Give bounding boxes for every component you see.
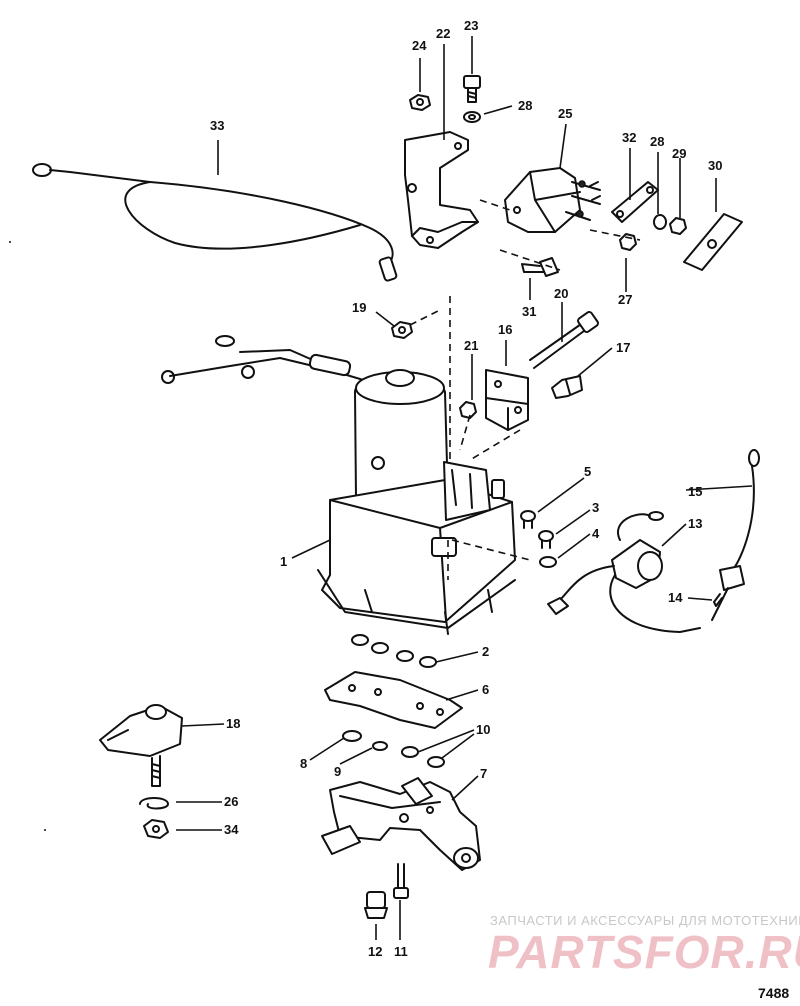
alignment-line-d: [469, 429, 521, 461]
callout-7: 7: [480, 766, 487, 781]
callout-31: 31: [522, 304, 536, 319]
alignment-line-h: [589, 229, 641, 241]
part-17-bolt: [551, 375, 583, 399]
alignment-line-e: [451, 539, 531, 561]
alignment-line-b: [409, 309, 441, 326]
part-21-nut: [459, 401, 477, 419]
part-6-gasket: [324, 671, 463, 729]
callout-27: 27: [618, 292, 632, 307]
callout-9: 9: [334, 764, 341, 779]
part-18-circuit-breaker: [99, 704, 183, 787]
callout-1: 1: [280, 554, 287, 569]
callout-24: 24: [412, 38, 427, 53]
callout-17: 17: [616, 340, 630, 355]
callout-26: 26: [224, 794, 238, 809]
part-22-bracket: [404, 131, 479, 249]
part-31-bolt: [521, 257, 559, 277]
part-11-screw: [393, 863, 409, 899]
callout-32: 32: [622, 130, 636, 145]
part-33-ground-cable: [32, 163, 398, 282]
part-20-long-bolt: [529, 311, 599, 369]
part-30-boot: [683, 213, 743, 271]
callout-2: 2: [482, 644, 489, 659]
callout-19: 19: [352, 300, 366, 315]
callout-20: 20: [554, 286, 568, 301]
part-25-solenoid: [504, 167, 601, 233]
callout-3: 3: [592, 500, 599, 515]
leader-lines: [176, 36, 753, 940]
callout-5: 5: [584, 464, 591, 479]
callout-10: 10: [476, 722, 490, 737]
callout-23: 23: [464, 18, 478, 33]
callout-11: 11: [394, 944, 408, 959]
part-15-sender: [711, 449, 760, 621]
callout-33: 33: [210, 118, 224, 133]
stray-dot: [9, 241, 11, 243]
callout-13: 13: [688, 516, 702, 531]
part-19-nut: [391, 321, 413, 339]
part-8-o-ring: [342, 730, 362, 742]
part-9-o-ring: [372, 741, 388, 751]
part-27-nut: [619, 233, 637, 251]
part-28-washer-right: [653, 214, 667, 230]
callout-14: 14: [668, 590, 683, 605]
part-7-manifold: [321, 777, 481, 871]
part-5-screw: [520, 510, 536, 529]
callout-29: 29: [672, 146, 686, 161]
callout-6: 6: [482, 682, 489, 697]
callout-22: 22: [436, 26, 450, 41]
part-28-washer-top: [463, 111, 481, 123]
callout-4: 4: [592, 526, 600, 541]
part-16-motor-bracket: [485, 369, 529, 431]
callout-28-right: 28: [650, 134, 664, 149]
part-29-nut: [669, 217, 687, 235]
alignment-line-c: [459, 414, 471, 451]
part-34-nut: [143, 819, 169, 839]
callout-12: 12: [368, 944, 382, 959]
part-2-o-rings: [351, 634, 437, 668]
stray-dot: [44, 829, 46, 831]
part-26-lock-washer: [139, 797, 169, 810]
watermark-brand: PARTSFOR.RU: [488, 926, 800, 978]
watermark-tagline: ЗАПЧАСТИ И АКСЕССУАРЫ ДЛЯ МОТОТЕХНИКИ: [490, 913, 800, 928]
part-4-washer: [539, 556, 557, 568]
callout-16: 16: [498, 322, 512, 337]
part-13-switch: [547, 511, 701, 633]
callout-21: 21: [464, 338, 478, 353]
part-12-plug: [364, 891, 388, 919]
callout-8: 8: [300, 756, 307, 771]
part-1-pump-motor-assembly: [161, 335, 516, 635]
alignment-line-g: [499, 249, 561, 271]
callout-34: 34: [224, 822, 239, 837]
callout-25: 25: [558, 106, 572, 121]
part-3-screw: [538, 530, 554, 549]
callout-numbers: 33 24 22 23 28 25 32 28 29 30 27 31 20 1…: [210, 18, 722, 959]
part-23-screw: [463, 75, 481, 103]
callout-30: 30: [708, 158, 722, 173]
part-32-link-plate: [611, 181, 659, 223]
callout-18: 18: [226, 716, 240, 731]
callout-28-top: 28: [518, 98, 532, 113]
alignment-line-f: [479, 199, 511, 211]
part-14-screw: [713, 593, 723, 607]
callout-15: 15: [688, 484, 702, 499]
part-24-nut: [409, 94, 431, 111]
figure-number: 7488: [758, 985, 789, 1001]
